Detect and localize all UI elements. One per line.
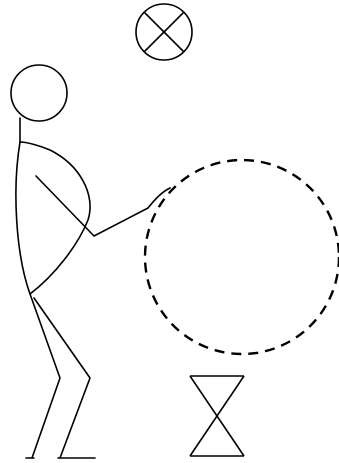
stick-figure-person bbox=[11, 65, 170, 458]
figure-back-leg bbox=[30, 294, 60, 458]
x-circle-icon bbox=[136, 4, 192, 60]
figure-front-leg bbox=[34, 298, 90, 458]
figure-arm bbox=[36, 176, 170, 236]
dashed-circle bbox=[145, 160, 339, 354]
figure-head bbox=[11, 65, 67, 121]
figure-torso bbox=[16, 142, 90, 294]
hourglass-stand bbox=[190, 376, 244, 456]
